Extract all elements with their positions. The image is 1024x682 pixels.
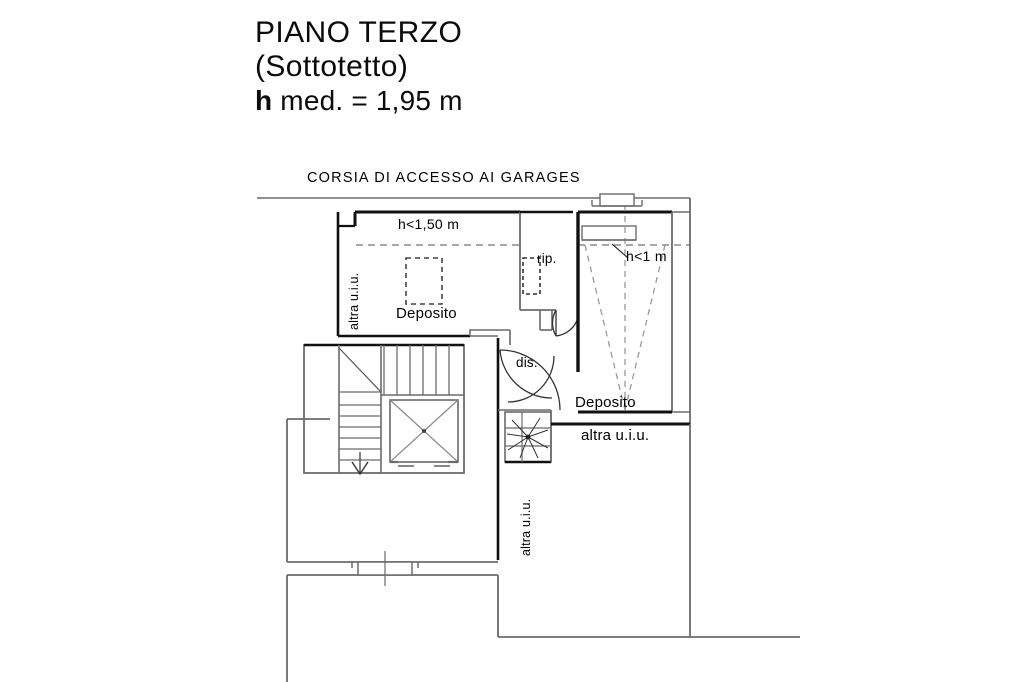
altra-uiu-right-label: altra u.i.u. xyxy=(581,427,650,444)
partition-deposito-rip xyxy=(519,210,573,310)
ripostiglio-room xyxy=(520,257,579,337)
plan-title-subtitle: (Sottotetto) xyxy=(255,50,409,83)
dormer-window-symbol-top xyxy=(591,193,643,207)
spiral-staircase xyxy=(498,409,552,464)
altra-uiu-left-label: altra u.i.u. xyxy=(347,272,361,330)
corsia-access-label: CORSIA DI ACCESSO AI GARAGES xyxy=(307,170,581,186)
building-lower-outline xyxy=(286,418,800,682)
right-deposito-room xyxy=(576,198,691,424)
plan-title-height: h med. = 1,95 m xyxy=(255,84,675,118)
deposito-right-label: Deposito xyxy=(575,394,636,411)
leader-line-h1m xyxy=(611,243,629,259)
height-limit-150-label: h<1,50 m xyxy=(398,216,460,232)
ripostiglio-label: rip. xyxy=(537,251,557,266)
disimpegno-hallway xyxy=(470,335,561,560)
interior-ledge-right-deposito xyxy=(581,225,637,241)
skylight-dashed-box-left xyxy=(405,257,443,305)
upper-left-unit-walls xyxy=(336,210,520,345)
height-symbol: h xyxy=(255,85,273,116)
bottom-window-symbol xyxy=(351,551,419,586)
disimpegno-label: dis. xyxy=(516,355,538,370)
lift-shaft xyxy=(389,399,459,467)
main-staircase-block xyxy=(303,343,465,476)
altra-uiu-bottom-label: altra u.i.u. xyxy=(519,498,533,556)
deposito-left-label: Deposito xyxy=(396,305,457,322)
plan-title-floor: PIANO TERZO xyxy=(255,16,463,49)
roof-slope-dashed-lines xyxy=(584,205,666,411)
height-value: med. = 1,95 m xyxy=(272,85,463,116)
title-block: PIANO TERZO (Sottotetto) h med. = 1,95 m xyxy=(255,16,675,118)
height-limit-100-label: h<1 m xyxy=(626,248,667,264)
